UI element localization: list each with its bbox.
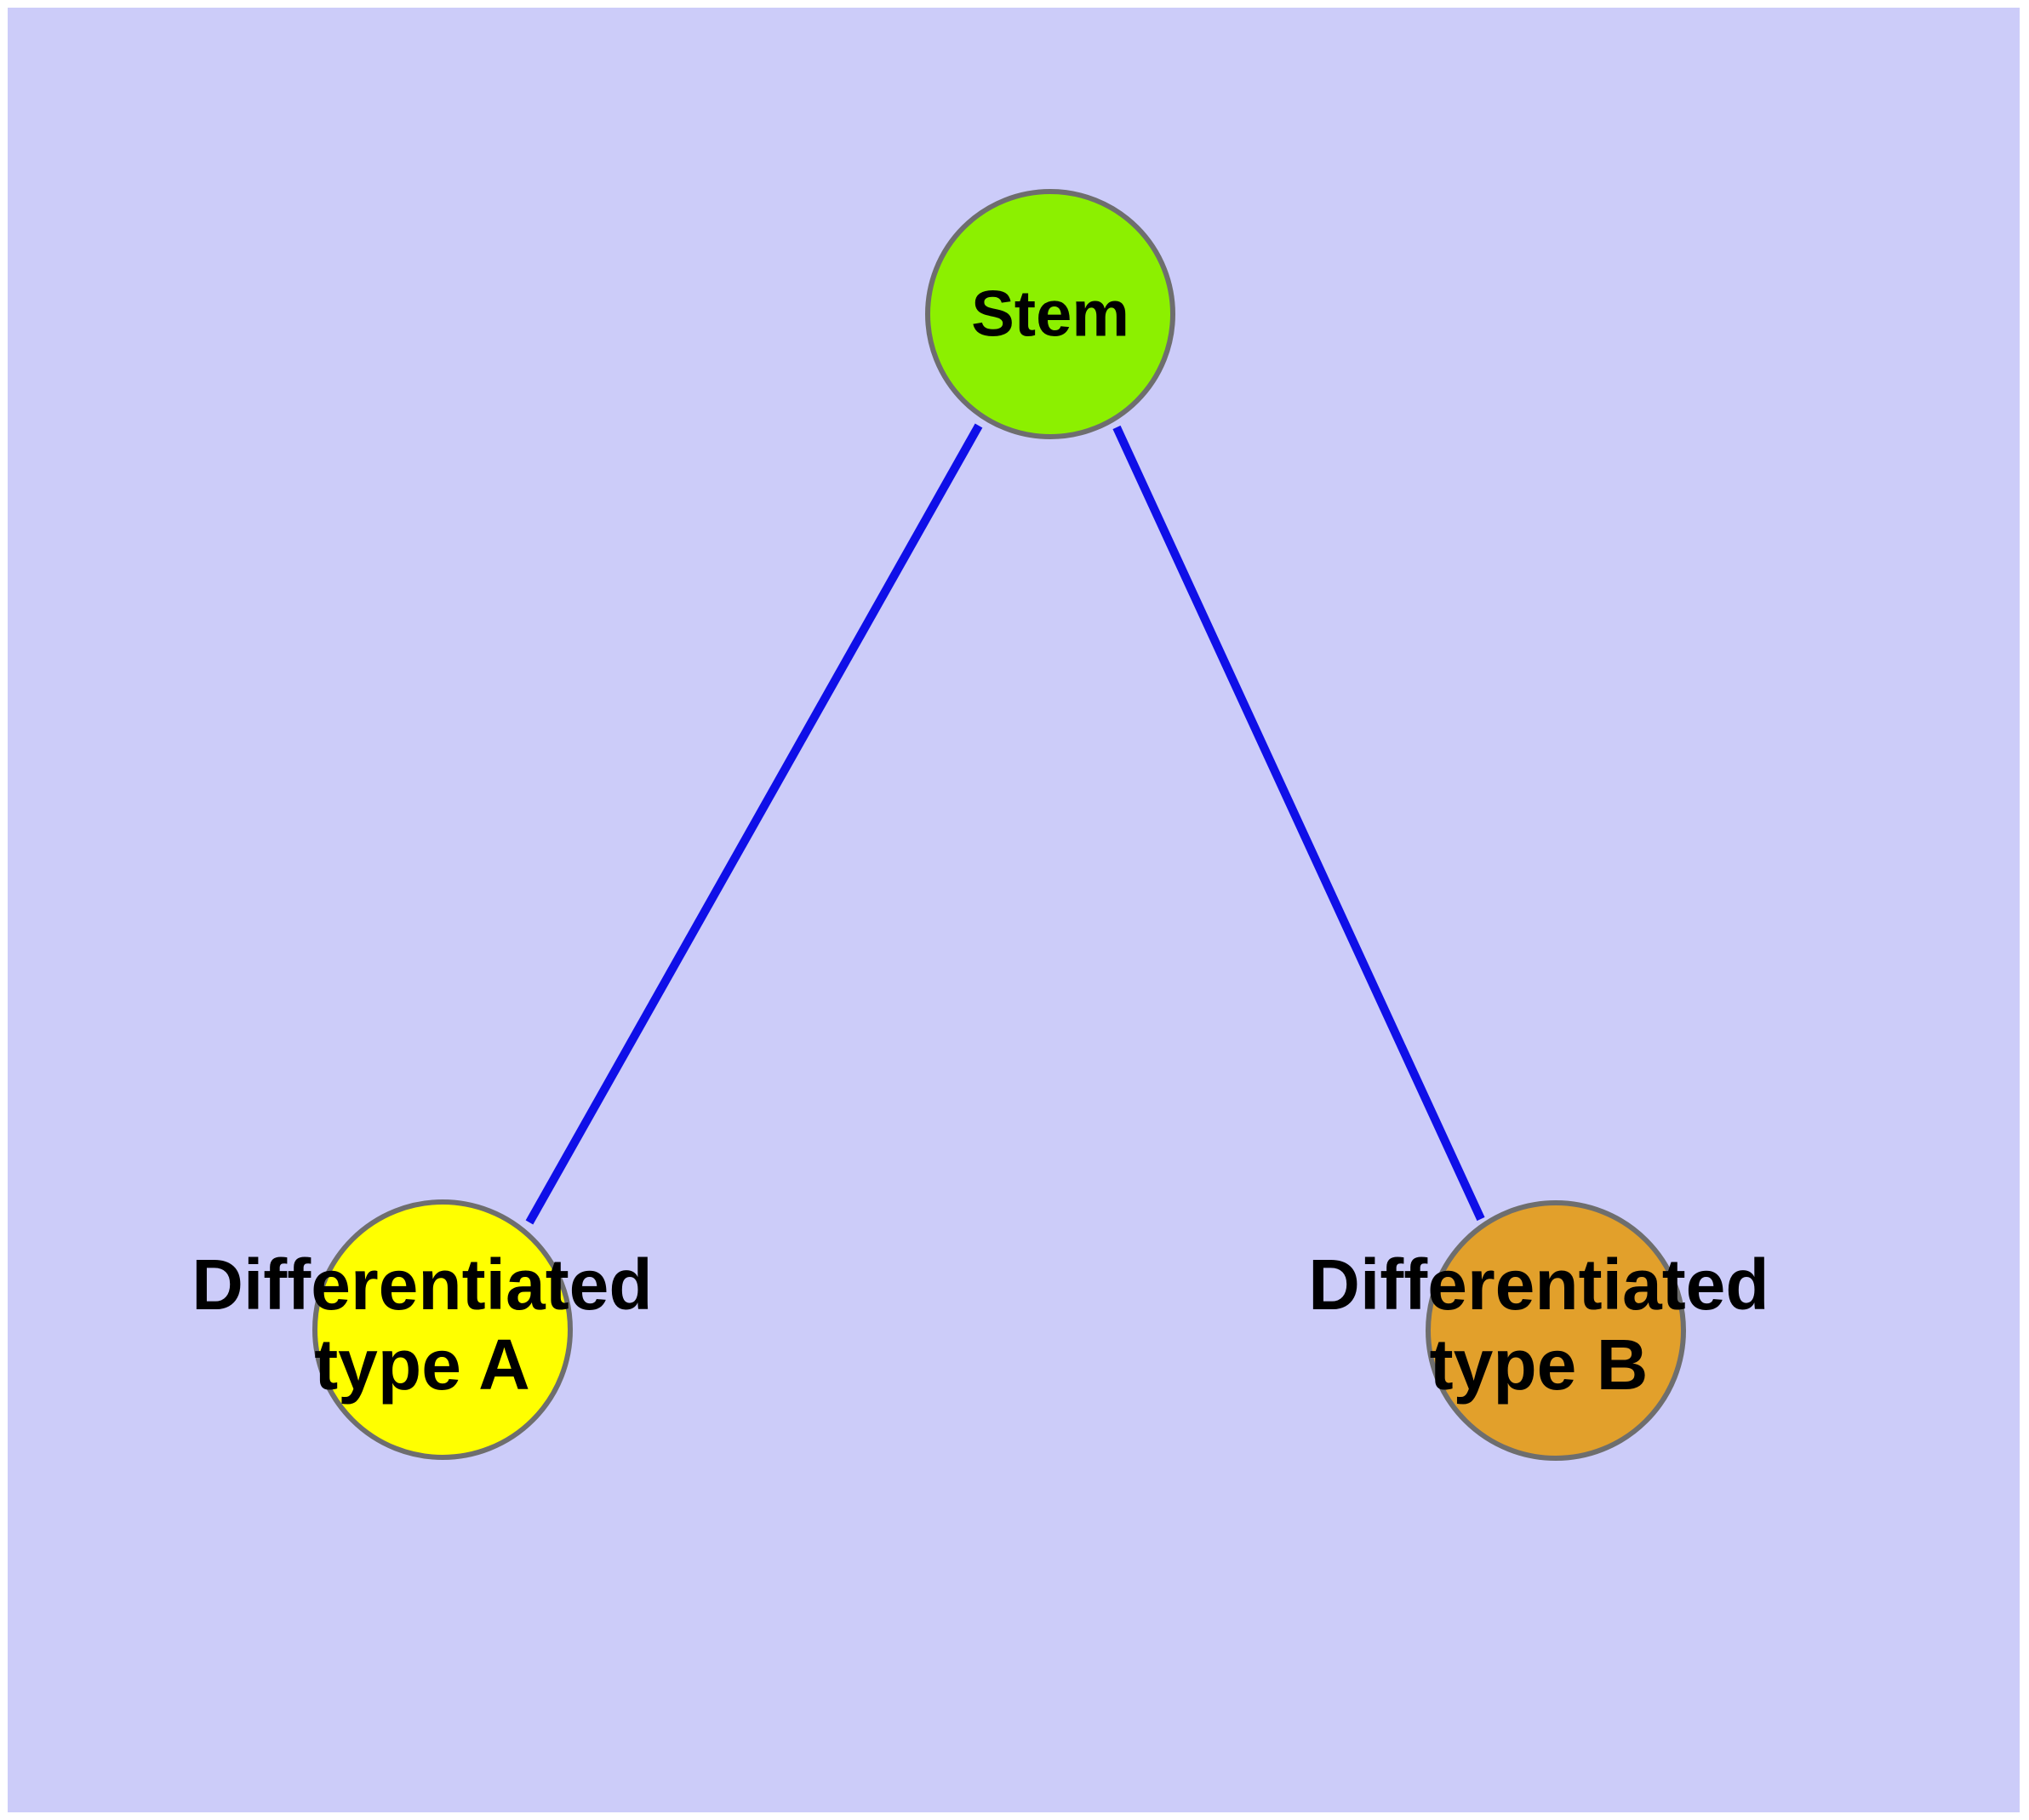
- edge-stem-to-differentiated-a[interactable]: [525, 423, 983, 1225]
- node-differentiated-type-b[interactable]: [1426, 1200, 1686, 1461]
- node-layer: [312, 189, 1686, 1461]
- node-stem[interactable]: [925, 189, 1175, 439]
- edge-layer: [525, 423, 1485, 1225]
- edge-stem-to-differentiated-b[interactable]: [1112, 425, 1485, 1222]
- node-differentiated-type-a[interactable]: [312, 1199, 573, 1460]
